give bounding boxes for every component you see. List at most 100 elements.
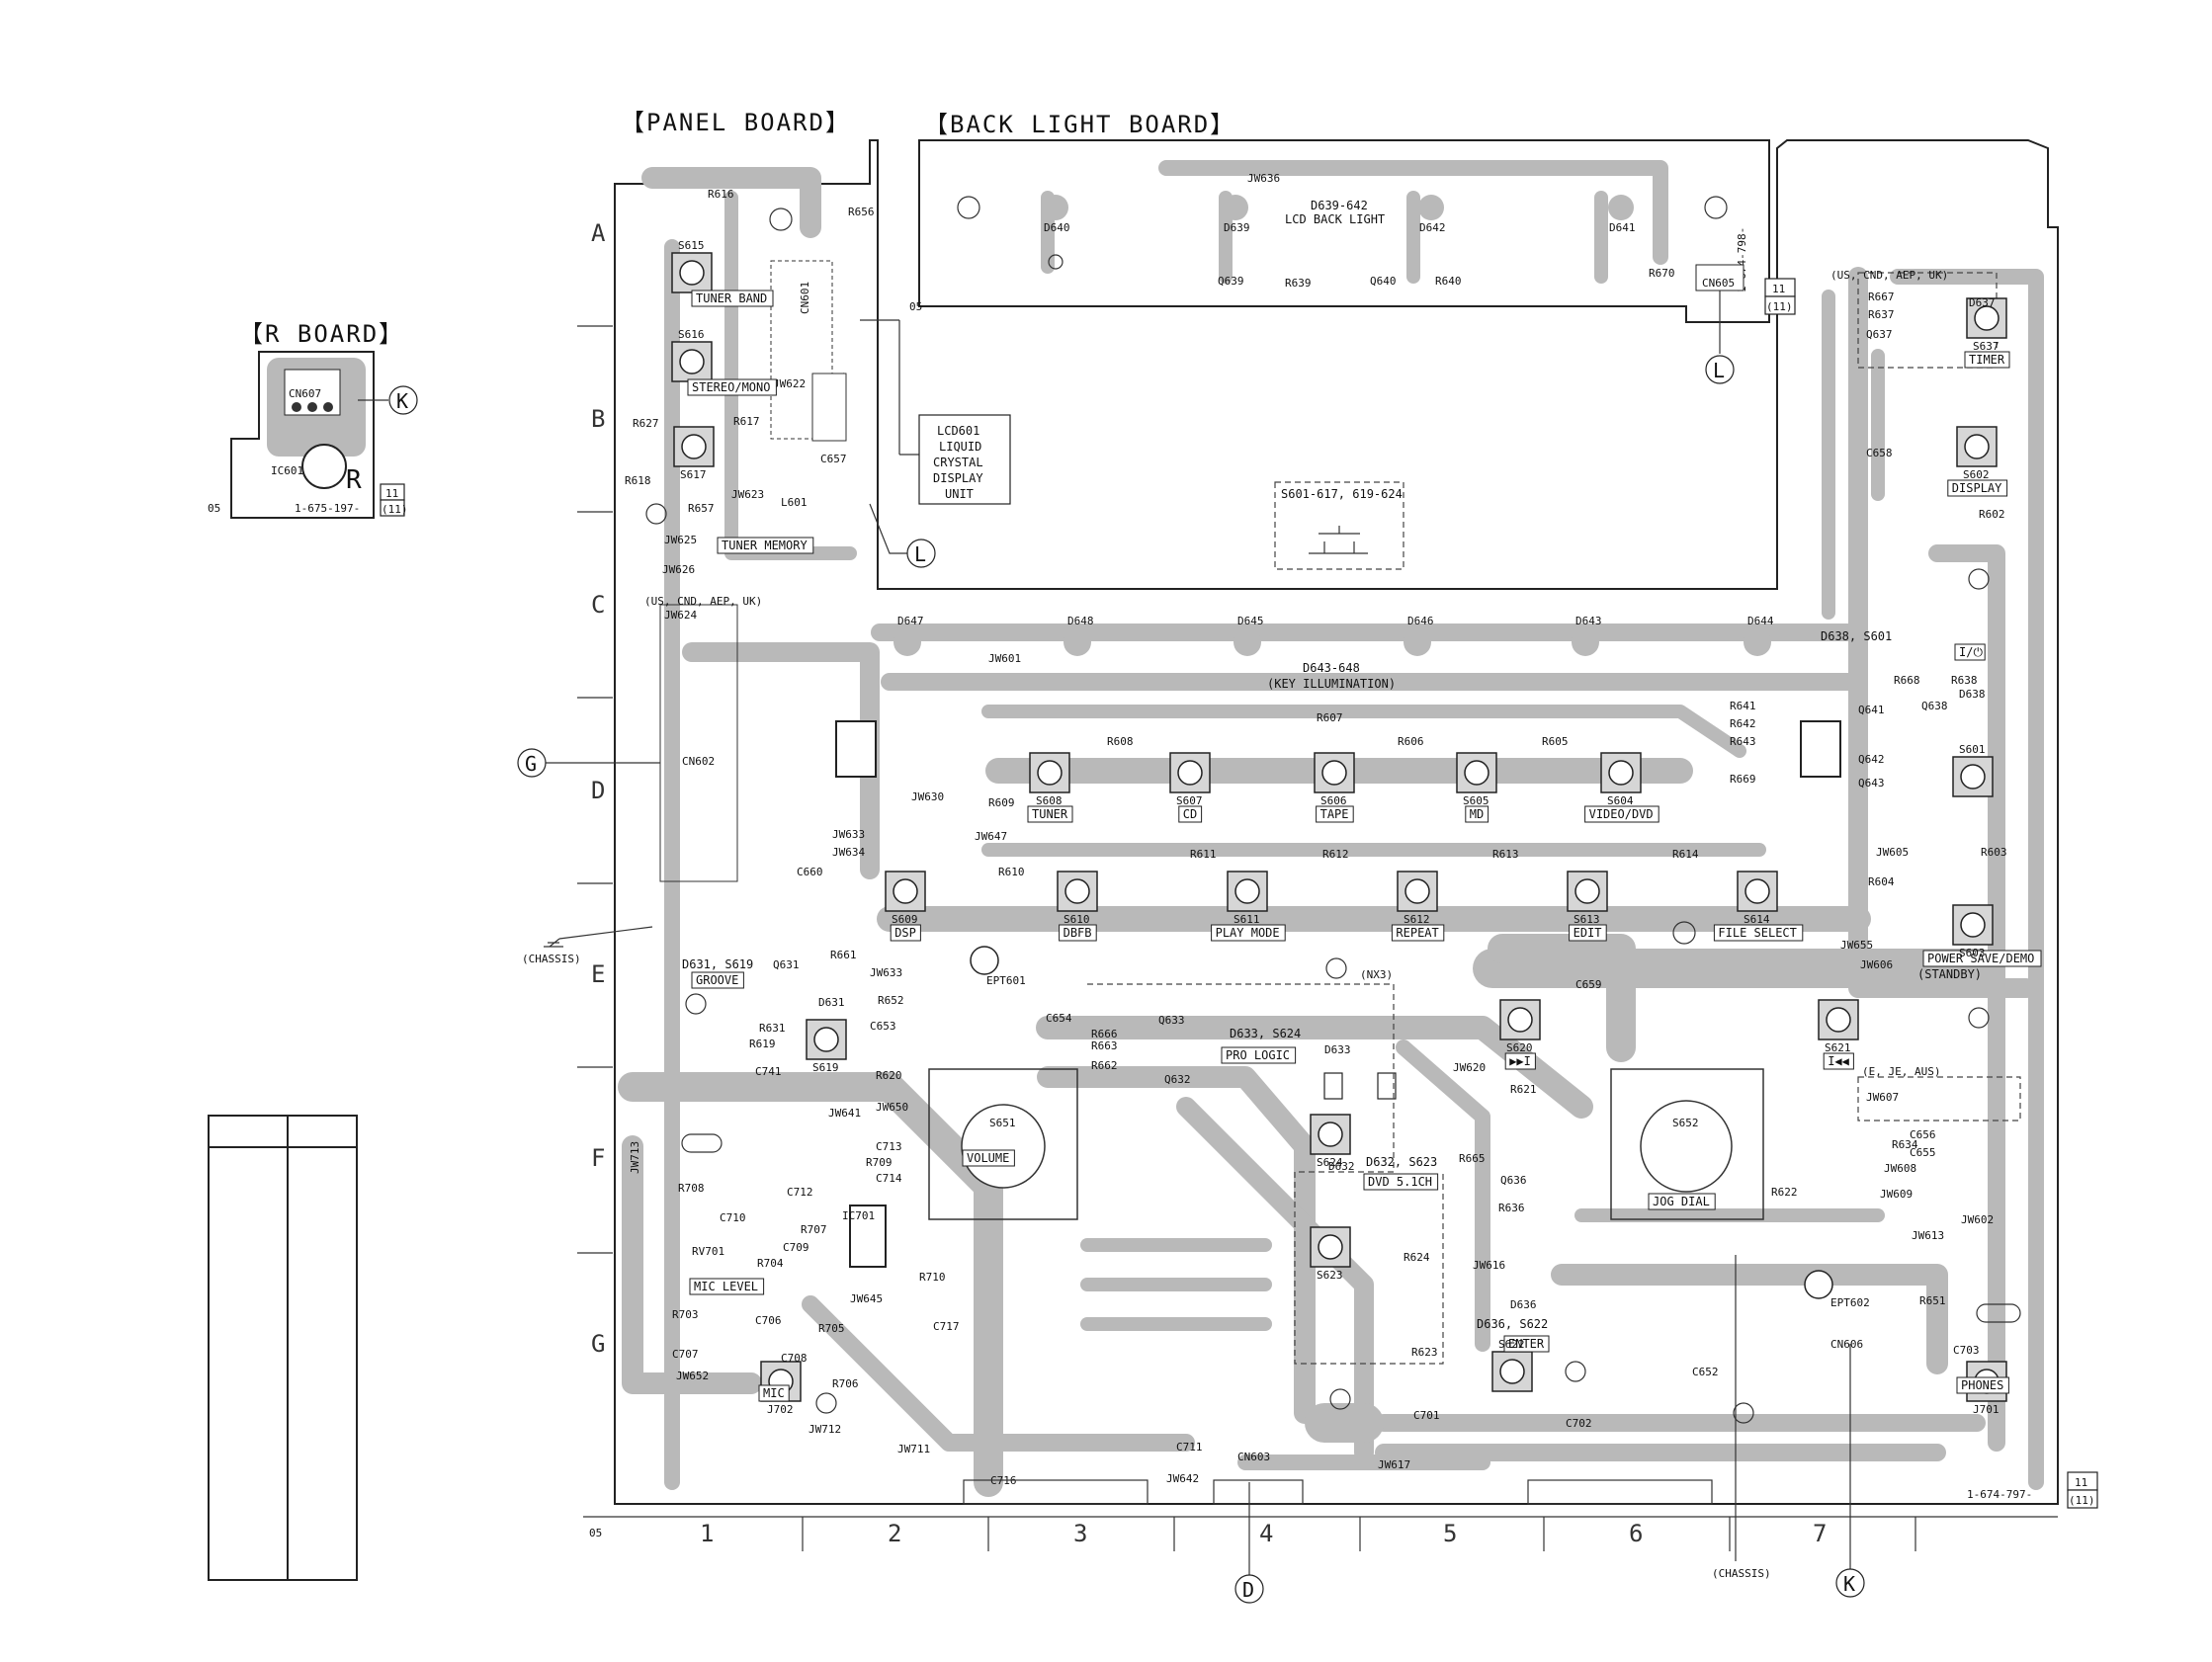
svg-text:7: 7 bbox=[1813, 1520, 1827, 1547]
svg-text:C702: C702 bbox=[1566, 1417, 1592, 1430]
svg-text:1: 1 bbox=[700, 1520, 714, 1547]
r-board-part-number: 1-675-197- bbox=[295, 502, 360, 515]
svg-text:R602: R602 bbox=[1979, 508, 2005, 521]
switch-actuator bbox=[1974, 305, 1999, 331]
svg-text:R609: R609 bbox=[988, 796, 1015, 809]
switch-ref: S610 bbox=[1063, 913, 1090, 926]
svg-text:JW613: JW613 bbox=[1912, 1229, 1944, 1242]
cn605-connector bbox=[1695, 264, 1744, 291]
svg-text:D640: D640 bbox=[1044, 221, 1070, 234]
svg-text:D638, S601: D638, S601 bbox=[1821, 629, 1892, 643]
switch-label: STEREO/MONO bbox=[692, 380, 770, 394]
svg-text:L: L bbox=[914, 542, 926, 566]
svg-text:R670: R670 bbox=[1649, 267, 1675, 280]
svg-text:R612: R612 bbox=[1322, 848, 1349, 861]
svg-text:R614: R614 bbox=[1672, 848, 1699, 861]
svg-text:5: 5 bbox=[1443, 1520, 1457, 1547]
switch-ref: S612 bbox=[1404, 913, 1430, 926]
switch-label-frame bbox=[1823, 1052, 1854, 1070]
switch-actuator bbox=[1960, 764, 1986, 789]
panel-board-outline bbox=[614, 139, 2059, 1505]
svg-text:Q637: Q637 bbox=[1866, 328, 1893, 341]
switch-label: GROOVE bbox=[696, 973, 738, 987]
svg-text:JW609: JW609 bbox=[1880, 1188, 1913, 1201]
switch-label: VOLUME bbox=[967, 1151, 1009, 1165]
svg-text:D641: D641 bbox=[1609, 221, 1636, 234]
switch-actuator bbox=[1608, 760, 1634, 786]
svg-text:R704: R704 bbox=[757, 1257, 784, 1270]
svg-text:JW601: JW601 bbox=[988, 652, 1021, 665]
switch-label-frame bbox=[1956, 1376, 2009, 1394]
switch-actuator bbox=[1321, 760, 1347, 786]
switch-label: DVD 5.1CH bbox=[1368, 1175, 1432, 1189]
svg-text:D642: D642 bbox=[1419, 221, 1446, 234]
svg-text:JW713: JW713 bbox=[629, 1141, 641, 1174]
switch-label-frame bbox=[1954, 643, 1986, 661]
svg-text:05: 05 bbox=[589, 1527, 602, 1539]
svg-text:R709: R709 bbox=[866, 1156, 893, 1169]
switch-label-frame bbox=[1221, 1046, 1297, 1064]
svg-text:R611: R611 bbox=[1190, 848, 1217, 861]
svg-text:Q640: Q640 bbox=[1370, 275, 1397, 288]
svg-text:R624: R624 bbox=[1404, 1251, 1430, 1264]
svg-text:JW625: JW625 bbox=[664, 534, 697, 546]
svg-text:D648: D648 bbox=[1067, 615, 1094, 627]
svg-text:R620: R620 bbox=[876, 1069, 902, 1082]
svg-text:D: D bbox=[1242, 1578, 1254, 1602]
svg-text:LIQUID: LIQUID bbox=[939, 440, 981, 454]
switch-actuator bbox=[1499, 1359, 1525, 1384]
svg-text:R662: R662 bbox=[1091, 1059, 1118, 1072]
switch-label-frame bbox=[717, 537, 814, 554]
switch-actuator bbox=[893, 878, 918, 904]
svg-text:G: G bbox=[591, 1330, 605, 1358]
svg-text:C713: C713 bbox=[876, 1140, 902, 1153]
switch-ref: S620 bbox=[1506, 1041, 1533, 1054]
svg-text:JW607: JW607 bbox=[1866, 1091, 1899, 1104]
svg-text:R627: R627 bbox=[633, 417, 659, 430]
svg-text:R617: R617 bbox=[733, 415, 760, 428]
svg-text:R618: R618 bbox=[625, 474, 651, 487]
switch-label: TUNER MEMORY bbox=[722, 539, 808, 552]
switch-ref: S622 bbox=[1498, 1338, 1525, 1351]
switch-label-frame bbox=[1178, 805, 1203, 823]
switch-actuator bbox=[679, 260, 705, 286]
switch-ref: S621 bbox=[1825, 1041, 1851, 1054]
switch-ref: S617 bbox=[680, 468, 707, 481]
svg-text:C659: C659 bbox=[1575, 978, 1602, 991]
d639-642-label: D639-642 bbox=[1311, 199, 1368, 212]
switch-label-frame bbox=[1211, 924, 1286, 942]
svg-text:JW623: JW623 bbox=[731, 488, 764, 501]
d641-led bbox=[1608, 195, 1634, 220]
legend-table-divider bbox=[287, 1117, 289, 1579]
svg-text:JW652: JW652 bbox=[676, 1370, 709, 1382]
switch-actuator bbox=[1318, 1234, 1343, 1260]
svg-text:JW711: JW711 bbox=[897, 1443, 930, 1455]
switch-label-frame bbox=[691, 971, 744, 989]
svg-text:JW655: JW655 bbox=[1840, 939, 1873, 952]
svg-text:D638: D638 bbox=[1959, 688, 1986, 701]
svg-text:A: A bbox=[591, 219, 606, 247]
switch-label: TUNER BAND bbox=[696, 291, 767, 305]
switch-actuator bbox=[1234, 878, 1260, 904]
svg-text:(E, JE, AUS): (E, JE, AUS) bbox=[1862, 1065, 1940, 1078]
r-board-version: 05 bbox=[208, 502, 220, 515]
d645-led bbox=[1234, 628, 1261, 656]
switch-ref: S616 bbox=[678, 328, 705, 341]
switch-label-frame bbox=[1648, 1193, 1716, 1210]
svg-text:Q633: Q633 bbox=[1158, 1014, 1185, 1027]
switch-ref: S605 bbox=[1463, 794, 1489, 807]
switch-s620: S620▶▶I bbox=[1499, 999, 1541, 1070]
d643-led bbox=[1572, 628, 1599, 656]
svg-text:R640: R640 bbox=[1435, 275, 1462, 288]
r-mark: R bbox=[346, 465, 362, 495]
svg-text:D631: D631 bbox=[818, 996, 845, 1009]
svg-text:D631, S619: D631, S619 bbox=[682, 957, 753, 971]
svg-text:C710: C710 bbox=[720, 1211, 746, 1224]
